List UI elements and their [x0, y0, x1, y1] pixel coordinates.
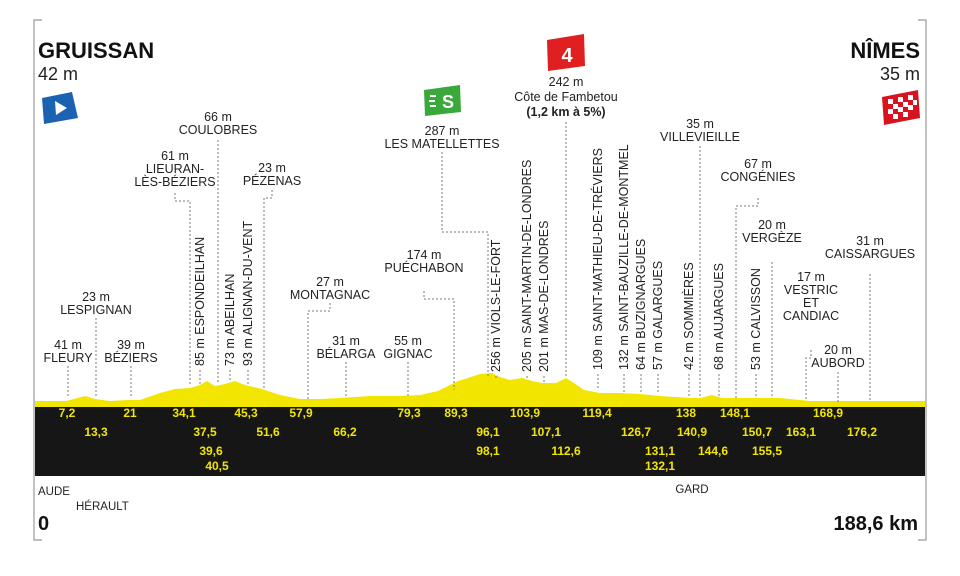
climb-category-badge-icon: 4: [547, 34, 585, 71]
distance-total: 188,6 km: [833, 513, 918, 535]
km-mark-2: 21: [123, 406, 137, 420]
place-label-7: 93 m ALIGNAN-DU-VENT: [241, 220, 255, 366]
km-mark-14: 98,1: [476, 444, 500, 458]
km-mark-11: 79,3: [397, 406, 421, 420]
place-label-20: 57 m GALARGUES: [651, 261, 665, 370]
region-herault: HÉRAULT: [76, 500, 129, 513]
km-mark-26: 150,7: [742, 425, 772, 439]
sprint-badge-icon: S: [424, 85, 461, 116]
place-label-21: 42 m SOMMIÈRES: [681, 262, 696, 370]
region-gard: GARD: [675, 484, 708, 496]
climb-details: (1,2 km à 5%): [526, 105, 605, 119]
km-mark-18: 119,4: [582, 406, 612, 420]
km-mark-24: 144,6: [698, 444, 728, 458]
place-label-25: 53 m CALVISSON: [749, 268, 763, 370]
km-mark-27: 155,5: [752, 444, 782, 458]
region-aude: AUDE: [38, 486, 70, 498]
km-mark-13: 96,1: [476, 425, 500, 439]
place-label-16: 201 m MAS-DE-LONDRES: [537, 221, 551, 372]
place-label-18: 132 m SAINT-BAUZILLE-DE-MONTMEL: [617, 144, 631, 370]
leader-line-27: [805, 350, 812, 400]
km-mark-4: 37,5: [193, 425, 217, 439]
place-label-6: 73 m ABEILHAN: [223, 274, 237, 366]
finish-altitude: 35 m: [880, 64, 920, 84]
finish-name: NÎMES: [850, 38, 920, 63]
km-mark-7: 45,3: [234, 406, 258, 420]
km-mark-23: 140,9: [677, 425, 707, 439]
place-label-14: 256 m VIOLS-LE-FORT: [489, 239, 503, 372]
km-mark-3: 34,1: [172, 406, 196, 420]
leader-line-24: [735, 198, 759, 398]
km-mark-29: 168,9: [813, 406, 843, 420]
km-mark-0: 7,2: [59, 406, 76, 420]
place-label-19: 64 m BUZIGNARGUES: [634, 239, 648, 370]
finish-flag-icon: [882, 90, 920, 125]
km-mark-17: 112,6: [551, 444, 581, 458]
climb-altitude: 242 m: [549, 75, 584, 89]
start-flag-icon: [42, 92, 78, 124]
km-mark-16: 107,1: [531, 425, 561, 439]
elevation-profile: [35, 373, 925, 410]
frame: [33, 19, 927, 541]
km-mark-22: 138: [676, 406, 696, 420]
km-mark-21: 132,1: [645, 459, 675, 473]
km-mark-6: 40,5: [205, 459, 229, 473]
place-label-17: 109 m SAINT-MATHIEU-DE-TRÉVIERS: [590, 148, 605, 370]
place-label-15: 205 m SAINT-MARTIN-DE-LONDRES: [520, 160, 534, 372]
km-mark-25: 148,1: [720, 406, 750, 420]
km-mark-12: 89,3: [444, 406, 468, 420]
leader-line-13: [441, 152, 489, 378]
km-mark-28: 163,1: [786, 425, 816, 439]
leader-line-8: [263, 190, 273, 390]
km-mark-1: 13,3: [84, 425, 108, 439]
start-altitude: 42 m: [38, 64, 78, 84]
place-label-23: 68 m AUJARGUES: [712, 263, 726, 370]
km-mark-10: 66,2: [333, 425, 357, 439]
distance-band: [35, 401, 925, 476]
leader-line-9: [307, 303, 331, 399]
km-mark-20: 131,1: [645, 444, 675, 458]
climb-name: Côte de Fambetou: [514, 90, 618, 104]
km-mark-5: 39,6: [199, 444, 223, 458]
km-mark-9: 57,9: [289, 406, 313, 420]
start-name: GRUISSAN: [38, 38, 154, 63]
km-mark-8: 51,6: [256, 425, 280, 439]
distance-start: 0: [38, 513, 49, 535]
climb-category: 4: [561, 45, 573, 67]
km-mark-15: 103,9: [510, 406, 540, 420]
leader-line-3: [174, 193, 191, 386]
km-mark-19: 126,7: [621, 425, 651, 439]
km-mark-30: 176,2: [847, 425, 877, 439]
sprint-label: S: [442, 92, 454, 112]
band-top-stripe: [35, 401, 925, 407]
place-label-4: 85 m ESPONDEILHAN: [193, 237, 207, 366]
leader-line-12: [423, 291, 455, 390]
